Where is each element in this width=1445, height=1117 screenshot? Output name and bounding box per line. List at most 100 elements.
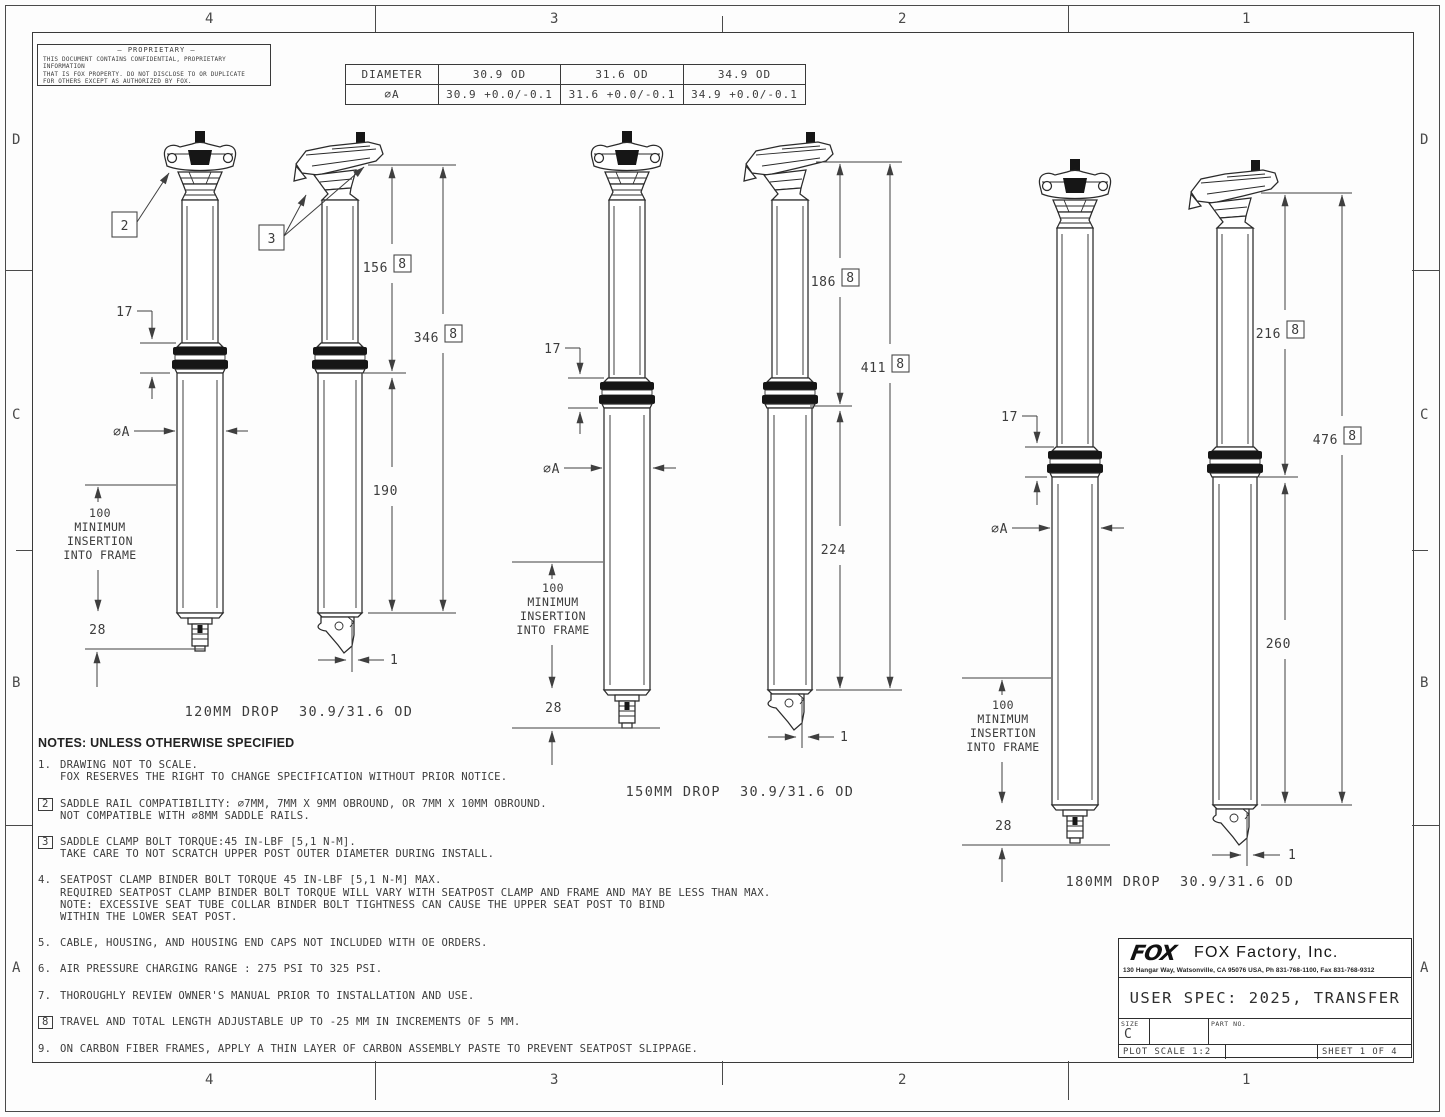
dim-insertion: 100 <box>542 581 564 595</box>
zone-tick <box>16 550 32 552</box>
dim-collar-height: 17 <box>1001 410 1018 425</box>
table-row: ⌀A 30.9 +0.0/-0.1 31.6 +0.0/-0.1 34.9 +0… <box>345 84 806 105</box>
notes-title: NOTES: UNLESS OTHERWISE SPECIFIED <box>38 736 295 750</box>
note-item-8: 8 TRAVEL AND TOTAL LENGTH ADJUSTABLE UP … <box>38 1015 1118 1029</box>
proprietary-line: FOR OTHERS EXCEPT AS AUTHORIZED BY FOX. <box>43 78 192 86</box>
note-item-6: 6. AIR PRESSURE CHARGING RANGE : 275 PSI… <box>38 963 1118 975</box>
dim-tip-length: 28 <box>995 819 1012 834</box>
note-item-2: 2 SADDLE RAIL COMPATIBILITY: ⌀7MM, 7MM X… <box>38 797 1118 822</box>
note-item-7: 7. THOROUGHLY REVIEW OWNER'S MANUAL PRIO… <box>38 990 1118 1002</box>
dia-a-label: ⌀A <box>345 84 439 105</box>
dia-a-349: 34.9 +0.0/-0.1 <box>683 84 806 105</box>
balloon-3-label: 3 <box>268 232 276 247</box>
zone-tick <box>375 5 377 32</box>
balloon-saddle-rail: 2 <box>111 172 170 238</box>
part-no-label: PART NO. <box>1211 1020 1247 1028</box>
dim-insertion: 100 <box>992 698 1014 712</box>
dim-insertion: MINIMUM <box>977 712 1028 726</box>
caption-180: 180MM DROP 30.9/31.6 OD <box>1066 874 1295 890</box>
dia-a-316: 31.6 +0.0/-0.1 <box>560 84 684 105</box>
dim-tip-length: 28 <box>545 701 562 716</box>
zone-tick <box>1068 5 1070 32</box>
note-item-3: 3 SADDLE CLAMP BOLT TORQUE:45 IN-LBF [5,… <box>38 836 1118 860</box>
zone-row-b-left: B <box>12 675 21 691</box>
dim-diameter: ⌀A <box>543 462 560 477</box>
zone-col-4-bottom: 4 <box>205 1072 214 1088</box>
flag-8: 8 <box>449 327 457 342</box>
plot-scale-row: PLOT SCALE 1:2 SHEET 1 OF 4 <box>1119 1045 1411 1059</box>
dim-upper-length: 216 <box>1256 327 1281 342</box>
note-line: SEATPOST CLAMP BINDER BOLT TORQUE 45 IN-… <box>60 874 442 887</box>
note-number: 5. <box>38 937 52 950</box>
note-number: 6. <box>38 963 52 976</box>
zone-row-a-right: A <box>1420 960 1429 976</box>
note-line: ON CARBON FIBER FRAMES, APPLY A THIN LAY… <box>60 1042 699 1055</box>
dim-insertion: INSERTION <box>970 726 1036 740</box>
zone-row-b-right: B <box>1420 675 1429 691</box>
note-line: AIR PRESSURE CHARGING RANGE : 275 PSI TO… <box>60 963 383 976</box>
dimensions-180: 216 8 260 476 8 17 ⌀A 100 <box>962 192 1362 890</box>
dimensions-120: 156 8 190 346 8 17 ⌀A 100 <box>63 164 463 720</box>
zone-col-1-top: 1 <box>1242 11 1251 27</box>
balloon-saddle-clamp: 3 <box>258 166 365 251</box>
zone-tick <box>1412 550 1428 552</box>
note-number: 9. <box>38 1042 52 1055</box>
dim-diameter: ⌀A <box>113 425 130 440</box>
sheet-number-cell: SHEET 1 OF 4 <box>1317 1045 1411 1059</box>
zone-row-a-left: A <box>12 960 21 976</box>
dim-insertion: INTO FRAME <box>966 740 1039 754</box>
note-item-9: 9. ON CARBON FIBER FRAMES, APPLY A THIN … <box>38 1043 1118 1055</box>
zone-tick <box>722 1061 724 1085</box>
zone-col-2-top: 2 <box>898 11 907 27</box>
table-row: DIAMETER 30.9 OD 31.6 OD 34.9 OD <box>345 64 806 85</box>
user-spec: USER SPEC: 2025, TRANSFER <box>1119 978 1411 1019</box>
diameter-table: DIAMETER 30.9 OD 31.6 OD 34.9 OD ⌀A 30.9… <box>345 64 806 105</box>
dim-upper-length: 186 <box>811 275 836 290</box>
flag-8: 8 <box>1291 323 1299 338</box>
note-line: TAKE CARE TO NOT SCRATCH UPPER POST OUTE… <box>60 848 495 861</box>
seatpost-180-front-view <box>1038 158 1112 844</box>
dim-collar-height: 17 <box>544 342 561 357</box>
proprietary-title: — PROPRIETARY — <box>117 46 196 54</box>
dim-collar-height: 17 <box>116 305 133 320</box>
dim-offset: 1 <box>390 653 398 668</box>
zone-tick <box>1412 270 1440 272</box>
balloon-2-label: 2 <box>121 219 129 234</box>
note-line: CABLE, HOUSING, AND HOUSING END CAPS NOT… <box>60 937 488 950</box>
zone-tick <box>5 825 32 827</box>
note-line: REQUIRED SEATPOST CLAMP BINDER BOLT TORQ… <box>60 886 771 899</box>
empty-cell <box>1149 1019 1208 1044</box>
empty-cell <box>1225 1045 1317 1059</box>
caption-150: 150MM DROP 30.9/31.6 OD <box>626 784 855 800</box>
seatpost-150-front-view <box>590 130 664 729</box>
dim-lower-length: 260 <box>1266 637 1291 652</box>
proprietary-notice: — PROPRIETARY — THIS DOCUMENT CONTAINS C… <box>37 44 271 86</box>
note-line: SADDLE RAIL COMPATIBILITY: ⌀7MM, 7MM X 9… <box>60 797 547 810</box>
dim-insertion: INTO FRAME <box>516 623 589 637</box>
zone-row-d-right: D <box>1420 132 1429 148</box>
dim-insertion: MINIMUM <box>527 595 578 609</box>
zone-tick <box>722 16 724 32</box>
part-no-cell: PART NO. <box>1208 1019 1411 1044</box>
dim-total-length: 411 <box>861 361 886 376</box>
zone-tick <box>1068 1061 1070 1100</box>
title-block: FOX FOX Factory, Inc. 130 Hangar Way, Wa… <box>1118 938 1412 1059</box>
flag-8: 8 <box>896 357 904 372</box>
note-line: NOTE: EXCESSIVE SEAT TUBE COLLAR BINDER … <box>60 898 666 911</box>
od-309-header: 30.9 OD <box>438 64 561 85</box>
note-number: 7. <box>38 989 52 1002</box>
note-line: TRAVEL AND TOTAL LENGTH ADJUSTABLE UP TO… <box>60 1015 521 1028</box>
dim-tip-length: 28 <box>89 623 106 638</box>
dim-lower-length: 224 <box>821 543 846 558</box>
zone-tick <box>5 270 32 272</box>
dim-insertion: INSERTION <box>67 534 133 548</box>
caption-120: 120MM DROP 30.9/31.6 OD <box>185 704 414 720</box>
note-item-1: 1. DRAWING NOT TO SCALE. FOX RESERVES TH… <box>38 759 1118 783</box>
od-349-header: 34.9 OD <box>683 64 806 85</box>
company-name: FOX Factory, Inc. <box>1194 944 1339 961</box>
note-item-4: 4. SEATPOST CLAMP BINDER BOLT TORQUE 45 … <box>38 874 1118 923</box>
note-item-5: 5. CABLE, HOUSING, AND HOUSING END CAPS … <box>38 937 1118 949</box>
note-line: FOX RESERVES THE RIGHT TO CHANGE SPECIFI… <box>60 771 508 784</box>
